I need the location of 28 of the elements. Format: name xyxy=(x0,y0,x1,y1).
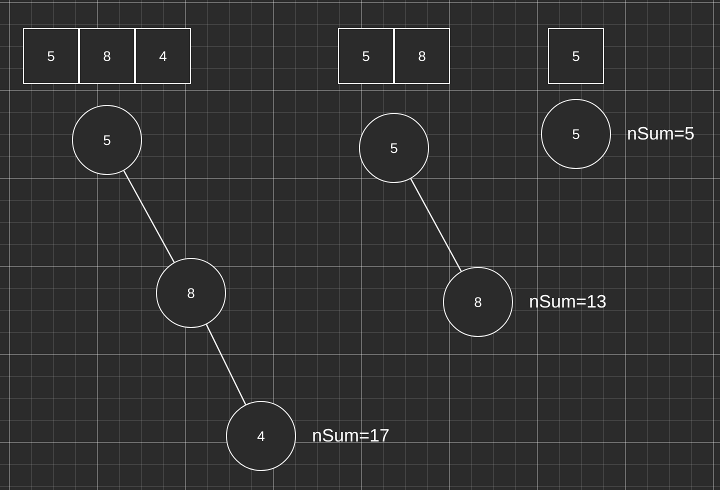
node-value: 8 xyxy=(418,48,426,64)
node-value: 8 xyxy=(187,285,195,301)
node-value: 8 xyxy=(474,294,482,310)
connector-line xyxy=(123,170,175,263)
tree-node-circle xyxy=(226,401,296,471)
sum-label: nSum=17 xyxy=(312,426,390,446)
connector-line xyxy=(206,324,246,405)
node-value: 5 xyxy=(572,126,580,142)
array-cell xyxy=(548,28,604,84)
connector-line xyxy=(410,178,462,272)
tree-node-circle xyxy=(359,113,429,183)
array-cell xyxy=(338,28,394,84)
node-value: 5 xyxy=(362,48,370,64)
node-value: 4 xyxy=(159,48,167,64)
array-cell xyxy=(23,28,79,84)
tree-node-circle xyxy=(156,258,226,328)
node-value: 8 xyxy=(103,48,111,64)
tree-node-circle xyxy=(72,105,142,175)
array-cell xyxy=(394,28,450,84)
sum-label: nSum=5 xyxy=(627,124,695,144)
node-value: 5 xyxy=(390,140,398,156)
node-value: 5 xyxy=(572,48,580,64)
node-value: 5 xyxy=(47,48,55,64)
array-cell xyxy=(79,28,135,84)
sum-label: nSum=13 xyxy=(529,292,607,312)
array-cell xyxy=(135,28,191,84)
node-value: 5 xyxy=(103,132,111,148)
node-value: 4 xyxy=(257,428,265,444)
